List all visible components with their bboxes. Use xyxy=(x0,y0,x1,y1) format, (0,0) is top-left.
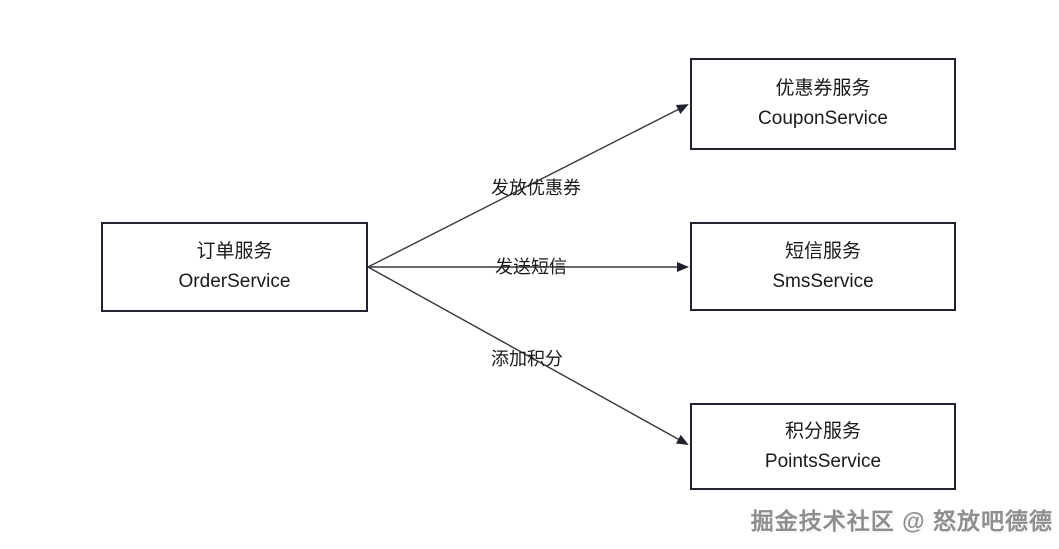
node-coupon-service-label-zh: 优惠券服务 xyxy=(775,78,871,99)
node-coupon-service: 优惠券服务 CouponService xyxy=(690,58,956,150)
watermark-text: 掘金技术社区 @ 怒放吧德德 xyxy=(750,508,1053,534)
edge-label-send-sms: 发送短信 xyxy=(495,257,567,277)
node-order-service: 订单服务 OrderService xyxy=(101,222,368,312)
node-points-service: 积分服务 PointsService xyxy=(690,403,956,490)
node-points-service-label-zh: 积分服务 xyxy=(784,420,861,442)
node-points-service-label-en: PointsService xyxy=(764,450,882,472)
node-sms-service: 短信服务 SmsService xyxy=(690,222,956,311)
node-order-service-label-en: OrderService xyxy=(178,271,291,292)
node-sms-service-label-en: SmsService xyxy=(772,270,874,292)
arrow-order-to-points xyxy=(367,266,689,445)
node-sms-service-label-zh: 短信服务 xyxy=(784,240,861,262)
edge-label-issue-coupon: 发放优惠券 xyxy=(491,178,581,198)
arrow-order-to-coupon xyxy=(367,104,689,268)
edge-label-add-points: 添加积分 xyxy=(491,349,563,369)
node-coupon-service-label-en: CouponService xyxy=(758,108,888,129)
node-order-service-label-zh: 订单服务 xyxy=(196,241,273,262)
